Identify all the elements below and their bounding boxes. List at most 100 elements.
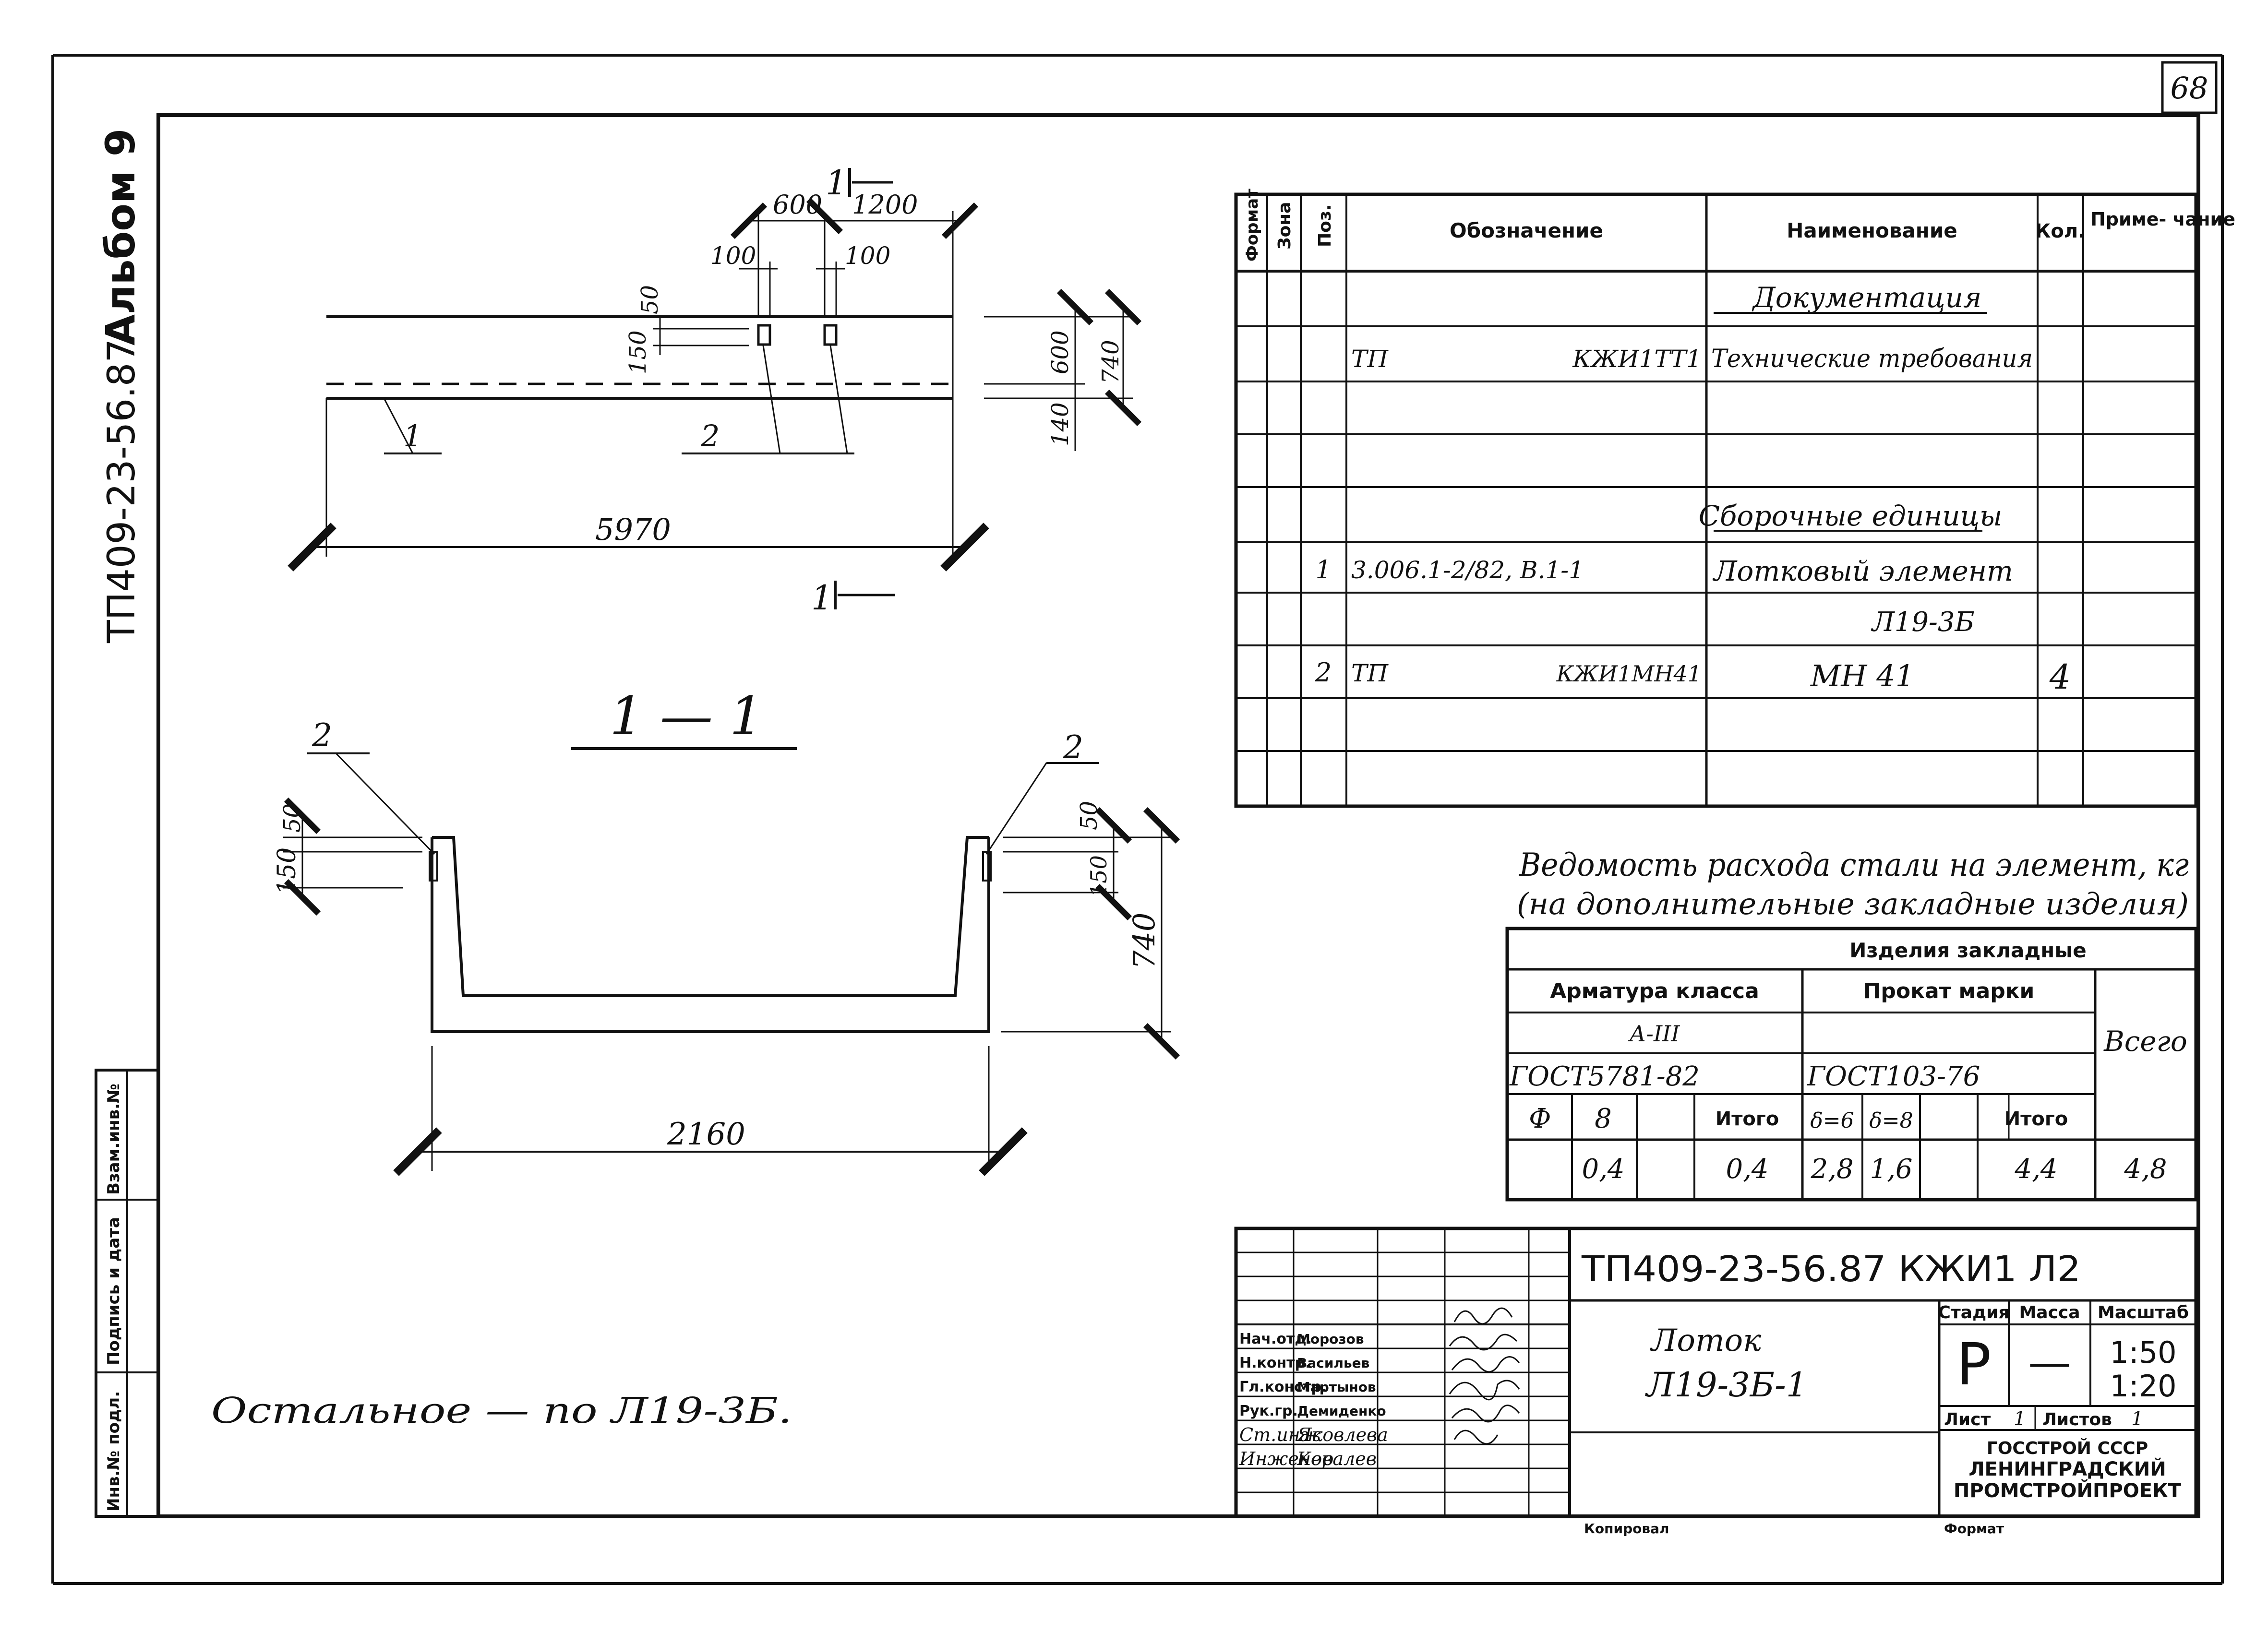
format-label: Формат xyxy=(1944,1521,2004,1537)
scale-value-1: 1:50 xyxy=(2110,1335,2176,1370)
spec-row-name: Сборочные единицы xyxy=(1699,500,2003,532)
steel-phi-label: Ф xyxy=(1529,1103,1551,1134)
steel-col-header: 8 xyxy=(1595,1103,1612,1134)
spec-header-pos: Поз. xyxy=(1315,204,1335,247)
org-line-1: ГОССТРОЙ СССР xyxy=(1987,1438,2148,1458)
project-code-vertical: ТП409-23-56.87 xyxy=(100,339,144,643)
stage-value: Р xyxy=(1956,1332,1991,1398)
strip-inv-label: Инв.№ подл. xyxy=(104,1391,123,1512)
steel-rolled-header: Прокат марки xyxy=(1863,979,2035,1003)
signature-role: Инженер xyxy=(1239,1448,1333,1469)
steel-table-title-1: Ведомость расхода стали на элемент, кг xyxy=(1519,846,2189,883)
steel-table xyxy=(1505,927,2198,1202)
section-dim-left-50: 50 xyxy=(279,803,306,833)
item-name-line-1: Лоток xyxy=(1650,1323,1762,1358)
steel-total-value: 4,8 xyxy=(2124,1154,2167,1185)
sheet-value: 1 xyxy=(2014,1408,2026,1430)
album-label: Альбом 9 xyxy=(97,129,144,345)
steel-value: 4,4 xyxy=(2014,1154,2057,1185)
spec-row-designation: ТП xyxy=(1351,345,1389,373)
signature-role: Нач.отд. xyxy=(1239,1331,1312,1347)
signature-role: Ст.инж xyxy=(1239,1424,1321,1445)
signature-name: Мартынов xyxy=(1297,1379,1376,1395)
steel-col-header: Итого xyxy=(1716,1108,1779,1130)
spec-header-format: Формат xyxy=(1243,189,1262,262)
left-stamp-strip: Инв.№ подл. Подпись и дата Взам.инв.№ xyxy=(95,1069,160,1518)
spec-row-designation-code: КЖИ1МН41 xyxy=(1556,661,1702,687)
section-title: 1 — 1 xyxy=(610,685,763,747)
strip-replace-label: Взам.инв.№ xyxy=(104,1084,123,1195)
dim-h140: 140 xyxy=(1047,402,1074,446)
scale-value-2: 1:20 xyxy=(2110,1369,2176,1404)
signature-name: Морозов xyxy=(1297,1331,1364,1347)
spec-row-designation: ТП xyxy=(1351,659,1389,687)
sheet-number-box: 68 xyxy=(2161,61,2218,114)
signature-marks xyxy=(1449,1307,1520,1445)
scale-label: Масштаб xyxy=(2098,1303,2189,1322)
spec-row-name: Л19-3Б xyxy=(1871,607,1975,638)
steel-rebar-class: А-III xyxy=(1628,1021,1680,1047)
dim-100-right: 100 xyxy=(845,242,890,270)
steel-value: 0,4 xyxy=(1582,1154,1624,1185)
plan-view xyxy=(288,168,1142,609)
title-block-text: ТП409-23-56.87 КЖИ1 Л2 Лоток Л19-3Б-1 Ст… xyxy=(1239,1249,2189,1537)
spec-table-headers: Формат Зона Поз. Обозначение Наименовани… xyxy=(1243,189,2235,262)
steel-rebar-gost: ГОСТ5781-82 xyxy=(1509,1061,1700,1092)
spec-table xyxy=(1234,192,2198,808)
steel-rebar-header: Арматура класса xyxy=(1550,979,1759,1003)
steel-value: 1,6 xyxy=(1870,1154,1912,1185)
item-name-line-2: Л19-3Б-1 xyxy=(1645,1365,1807,1405)
plan-view-labels: 1 1 600 1200 100 100 50 150 600 740 140 … xyxy=(403,163,1124,618)
strip-sign-label: Подпись и дата xyxy=(104,1217,123,1365)
note-text: Остальное — по Л19-3Б. xyxy=(211,1390,792,1431)
steel-col-header: δ=6 xyxy=(1810,1108,1854,1133)
spec-row-name: Документация xyxy=(1752,281,1982,314)
callout-2: 2 xyxy=(700,418,720,453)
dim-100-left: 100 xyxy=(710,242,756,270)
sheet-frame xyxy=(51,54,2224,1585)
stage-label: Стадия xyxy=(1938,1303,2010,1322)
sheets-label: Листов xyxy=(2042,1410,2112,1430)
spec-header-note: Приме- чание xyxy=(2090,209,2235,230)
steel-total-header: Всего xyxy=(2103,1025,2187,1058)
spec-row-qty: 4 xyxy=(2049,657,2071,697)
signature-role: Н.контр. xyxy=(1239,1355,1310,1371)
steel-table-text: Изделия закладные Арматура класса Прокат… xyxy=(1509,939,2187,1185)
mass-label: Масса xyxy=(2019,1303,2080,1322)
steel-col-header: δ=8 xyxy=(1869,1108,1913,1133)
spec-header-qty: Кол. xyxy=(2035,220,2086,242)
spec-row-name: МН 41 xyxy=(1810,658,1914,693)
org-line-2: ЛЕНИНГРАДСКИЙ xyxy=(1968,1457,2166,1480)
spec-header-name: Наименование xyxy=(1787,219,1957,242)
section-dim-left-150: 150 xyxy=(273,847,301,895)
dim-length: 5970 xyxy=(595,512,671,547)
section-dim-right-150: 150 xyxy=(1086,855,1112,897)
signature-name: Ковалев xyxy=(1296,1448,1377,1469)
steel-rolled-gost: ГОСТ103-76 xyxy=(1807,1061,1980,1092)
dim-1200: 1200 xyxy=(852,190,918,220)
dim-50: 50 xyxy=(636,285,663,314)
spec-row-name: Лотковый элемент xyxy=(1712,555,2013,587)
dim-150: 150 xyxy=(624,330,651,374)
steel-value: 0,4 xyxy=(1726,1154,1768,1185)
section-callout-right: 2 xyxy=(1063,729,1083,766)
org-line-3: ПРОМСТРОЙПРОЕКТ xyxy=(1954,1479,2182,1502)
spec-row-designation: 3.006.1-2/82, В.1-1 xyxy=(1351,556,1584,584)
section-view xyxy=(283,747,1180,1176)
section-callout-left: 2 xyxy=(312,717,332,754)
signature-role: Рук.гр. xyxy=(1239,1403,1298,1419)
steel-value: 2,8 xyxy=(1810,1154,1853,1185)
signature-name: Демиденко xyxy=(1297,1403,1386,1419)
callout-1: 1 xyxy=(403,418,422,453)
dim-600: 600 xyxy=(773,190,822,220)
spec-row-pos: 1 xyxy=(1315,556,1331,584)
dim-h740: 740 xyxy=(1097,340,1124,384)
spec-row-pos: 2 xyxy=(1315,657,1332,688)
sheet-label: Лист xyxy=(1944,1410,1991,1430)
sheet-number: 68 xyxy=(2171,71,2208,106)
section-view-labels: 1 — 1 2 2 50 150 50 150 740 2160 xyxy=(273,685,1162,1152)
spec-table-rows: Документация ТП КЖИ1ТТ1 Технические треб… xyxy=(1315,281,2071,697)
mass-value: — xyxy=(2028,1337,2071,1388)
spec-row-designation-code: КЖИ1ТТ1 xyxy=(1572,345,1702,373)
